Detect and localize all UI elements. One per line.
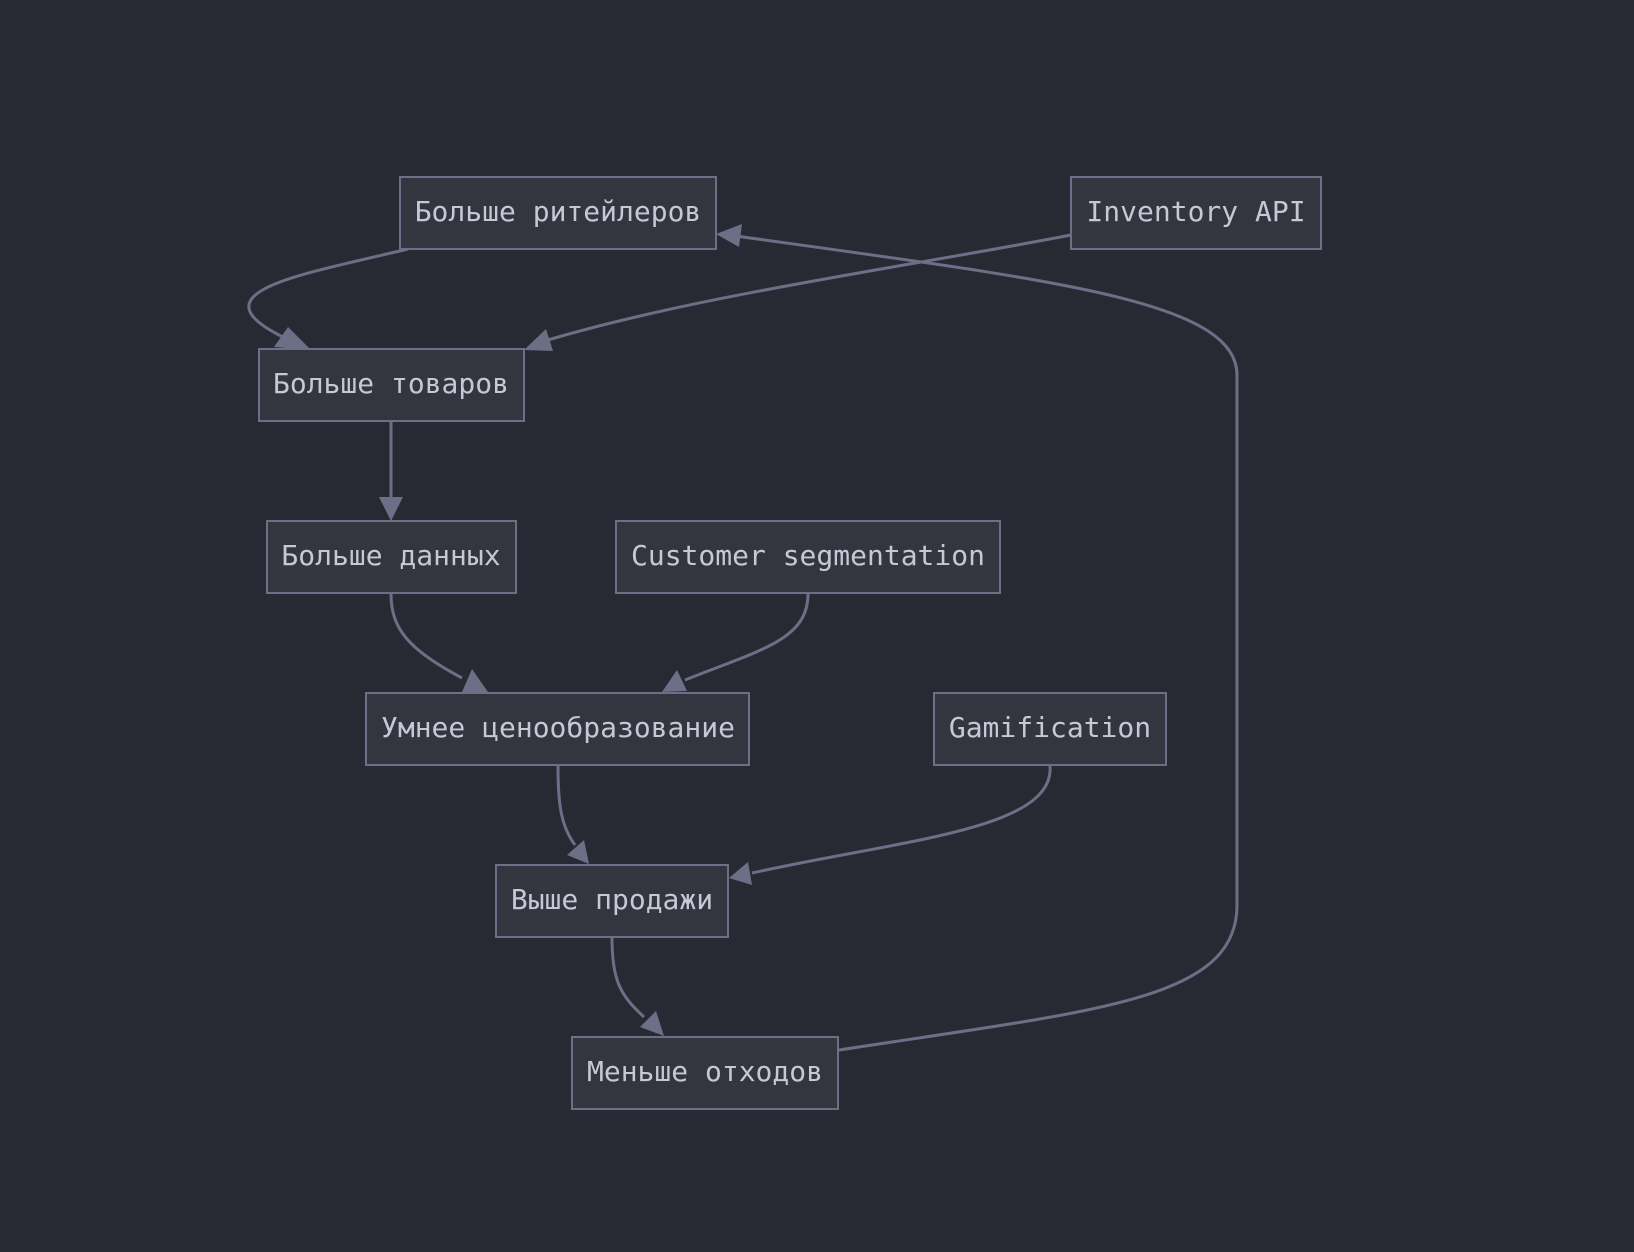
arrowhead-icon (379, 497, 403, 521)
node-gamification[interactable]: Gamification (933, 692, 1167, 766)
node-label: Gamification (949, 711, 1151, 744)
node-label: Больше ритейлеров (415, 195, 702, 228)
edge-sales-to-waste (610, 937, 664, 1036)
arrowhead-icon (462, 669, 488, 692)
edge-pricing-to-sales (556, 765, 589, 864)
node-label: Больше товаров (273, 367, 509, 400)
edge-waste-to-retailers (716, 224, 1239, 1052)
edge-inventory-api-to-products (524, 233, 1072, 351)
node-pricing[interactable]: Умнее ценообразование (365, 692, 750, 766)
node-label: Умнее ценообразование (381, 711, 735, 744)
edge-gamification-to-sales (729, 765, 1052, 885)
node-inventory-api[interactable]: Inventory API (1070, 176, 1322, 250)
node-retailers[interactable]: Больше ритейлеров (399, 176, 717, 250)
arrowhead-icon (729, 862, 752, 885)
node-label: Больше данных (281, 539, 500, 572)
edge-products-to-data (379, 422, 403, 521)
arrowhead-icon (640, 1011, 664, 1036)
edge-retailers-to-products (247, 247, 409, 350)
node-segmentation[interactable]: Customer segmentation (615, 520, 1001, 594)
arrowhead-icon (662, 670, 687, 692)
node-products[interactable]: Больше товаров (258, 348, 525, 422)
node-label: Выше продажи (511, 883, 713, 916)
node-label: Меньше отходов (587, 1055, 823, 1088)
arrowhead-icon (567, 840, 589, 864)
arrowhead-icon (716, 224, 742, 247)
node-label: Customer segmentation (631, 539, 985, 572)
edge-data-to-pricing (389, 593, 488, 692)
node-waste[interactable]: Меньше отходов (571, 1036, 839, 1110)
arrowhead-icon (524, 329, 553, 351)
arrowhead-icon (274, 327, 311, 350)
node-label: Inventory API (1086, 195, 1305, 228)
node-data[interactable]: Больше данных (266, 520, 517, 594)
edge-segmentation-to-pricing (662, 593, 810, 692)
node-sales[interactable]: Выше продажи (495, 864, 729, 938)
